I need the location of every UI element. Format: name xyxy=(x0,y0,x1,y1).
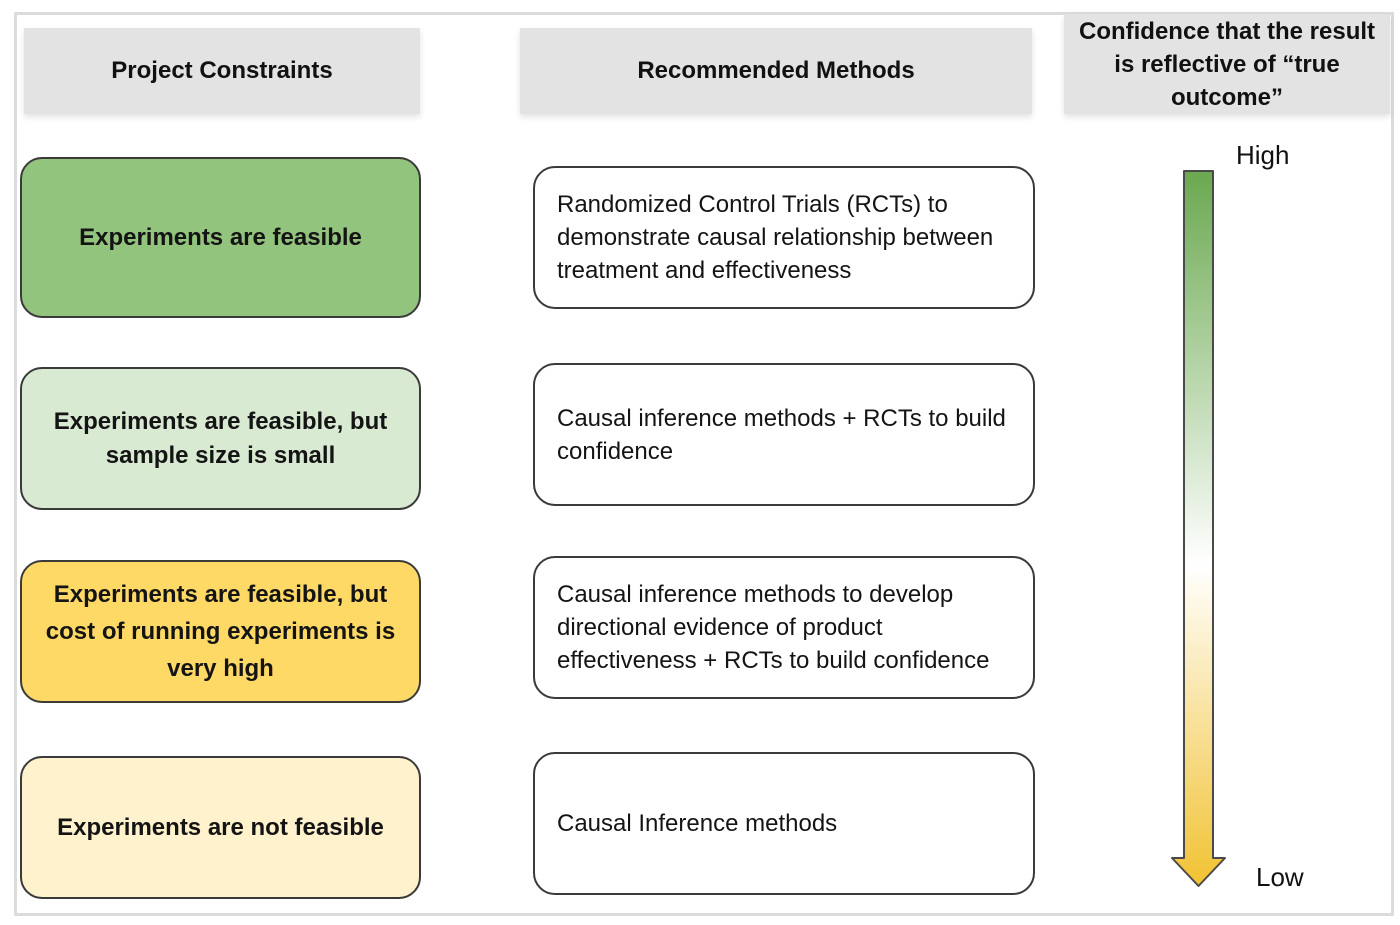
constraint-small-sample: Experiments are feasible, but sample siz… xyxy=(20,367,421,510)
constraint-not-feasible: Experiments are not feasible xyxy=(20,756,421,899)
method-causal-plus-rct: Causal inference methods + RCTs to build… xyxy=(533,363,1035,506)
header-confidence: Confidence that the result is reflective… xyxy=(1064,14,1390,114)
constraint-experiments-feasible: Experiments are feasible xyxy=(20,157,421,318)
confidence-arrow-icon xyxy=(1171,170,1226,887)
method-causal-inference: Causal Inference methods xyxy=(533,752,1035,895)
scale-high-label: High xyxy=(1236,140,1290,170)
header-recommended-methods: Recommended Methods xyxy=(520,28,1032,114)
method-rct: Randomized Control Trials (RCTs) to demo… xyxy=(533,166,1035,309)
constraint-high-cost: Experiments are feasible, but cost of ru… xyxy=(20,560,421,703)
method-causal-directional-plus-rct: Causal inference methods to develop dire… xyxy=(533,556,1035,699)
scale-low-label: Low xyxy=(1256,862,1304,892)
header-project-constraints: Project Constraints xyxy=(24,28,420,114)
